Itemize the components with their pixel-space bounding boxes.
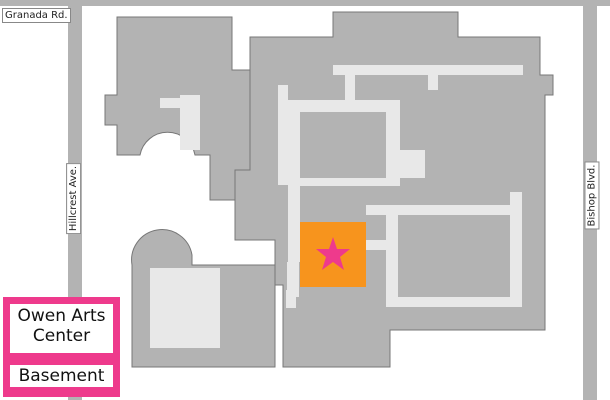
street-label-hillcrest: Hillcrest Ave. [66,162,82,235]
building-name: Owen Arts Center [10,304,113,353]
building-name-line2: Center [32,326,91,346]
building-name-line1: Owen Arts [17,306,106,326]
west-wing [104,16,251,201]
building-legend: Owen Arts Center Basement [3,297,120,397]
granada-road [0,0,610,6]
corridors [150,65,523,348]
street-label-granada: Granada Rd. [2,8,71,23]
street-label-bishop: Bishop Blvd. [584,161,600,230]
star-icon [316,237,350,270]
floor-label: Basement [10,365,113,387]
